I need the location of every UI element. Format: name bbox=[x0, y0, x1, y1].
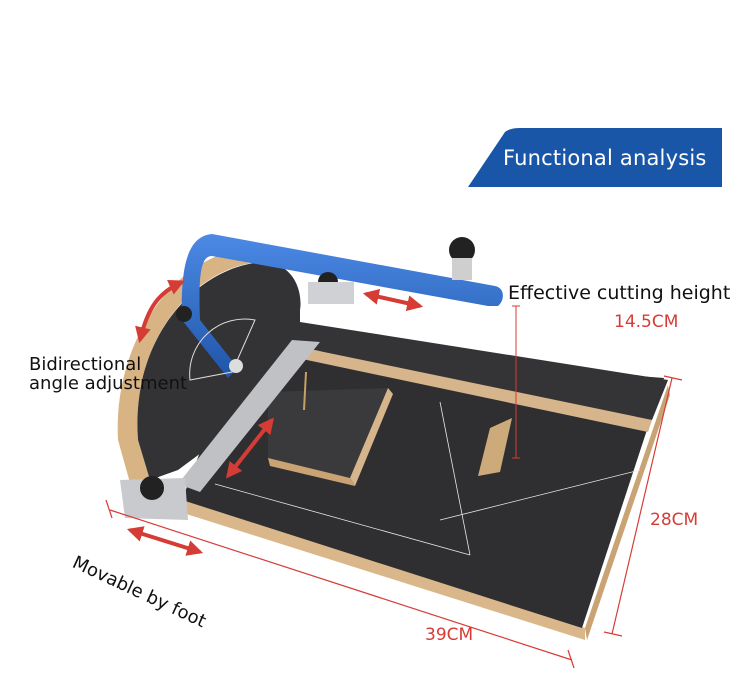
board-edge-right bbox=[585, 385, 670, 640]
fence-arrow bbox=[226, 417, 274, 479]
depth-dimension-label: 28CM bbox=[650, 510, 699, 530]
rear-rail-edge bbox=[288, 345, 652, 432]
blue-arm bbox=[181, 234, 503, 378]
depth-dim-line bbox=[611, 377, 673, 635]
banner-title: Functional analysis bbox=[503, 146, 707, 170]
knob-arm bbox=[229, 359, 243, 373]
width-dim-line bbox=[109, 509, 573, 661]
fence-piece bbox=[268, 388, 388, 478]
protractor bbox=[189, 318, 256, 381]
width-dim-tick-right bbox=[567, 649, 575, 669]
aluminium-guide bbox=[178, 340, 320, 492]
width-dim-tick-left bbox=[105, 499, 113, 519]
rear-rail bbox=[290, 322, 668, 420]
width-dimension-label: 39CM bbox=[425, 625, 474, 645]
knob-top bbox=[449, 237, 475, 263]
knob-side bbox=[176, 306, 192, 322]
rail-arrow bbox=[362, 288, 424, 312]
cutting-height-label: Effective cutting height bbox=[508, 282, 731, 304]
slot bbox=[478, 418, 512, 476]
knob-top-base bbox=[452, 258, 472, 280]
angle-label-line1: Bidirectional bbox=[29, 354, 142, 375]
cutting-height-value: 14.5CM bbox=[614, 312, 679, 332]
fence-piece-front bbox=[268, 458, 355, 486]
knob-foot bbox=[140, 476, 164, 500]
angle-arrow bbox=[135, 280, 185, 344]
foot-arrow bbox=[126, 526, 204, 556]
ruler-front bbox=[214, 401, 641, 556]
banner-shape bbox=[468, 128, 722, 187]
fence-piece-edge bbox=[350, 388, 393, 486]
board-edge-front bbox=[180, 500, 585, 640]
depth-dim-tick-top bbox=[663, 375, 683, 381]
rail-clamp bbox=[308, 282, 354, 304]
cut-wire bbox=[303, 371, 307, 411]
depth-dim-tick-bottom bbox=[603, 631, 623, 637]
angle-label-line2: angle adjustment bbox=[29, 373, 188, 394]
